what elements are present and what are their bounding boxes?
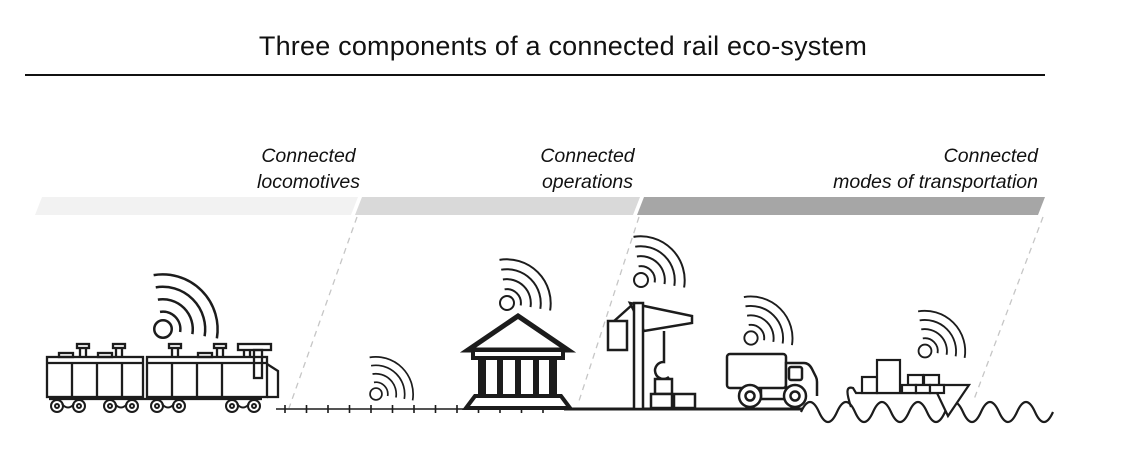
truck-icon [725, 352, 819, 409]
label-line: locomotives [257, 171, 360, 193]
train-wifi-signal-icon [152, 273, 219, 340]
label-line: modes of transportation [833, 171, 1038, 193]
label-connected-locomotives: Connected locomotives [226, 143, 391, 195]
cargo-ship-icon [846, 358, 972, 419]
crane-wifi-signal-icon [632, 235, 686, 289]
band-segment-operations [355, 197, 640, 215]
band-segment-locomotives [35, 197, 358, 215]
section-bands [35, 197, 1045, 215]
train-bogies [49, 396, 262, 413]
truck-wifi-signal-icon [742, 295, 794, 347]
freight-train-icon [45, 342, 280, 413]
water-waves-icon [799, 400, 1055, 424]
label-connected-operations: Connected operations [505, 143, 670, 195]
band-segment-transportation [637, 197, 1045, 215]
label-connected-modes-of-transportation: Connected modes of transportation [758, 143, 1038, 195]
bank-building-icon [459, 312, 577, 410]
divider-dashed-line [288, 216, 358, 409]
ship-wifi-signal-icon [917, 309, 967, 359]
section-divider-lines [288, 216, 1044, 409]
label-line: Connected [261, 145, 356, 167]
building-wifi-signal-icon [498, 258, 552, 312]
crane-icon [606, 301, 697, 411]
label-line: Connected [943, 145, 1038, 167]
divider-dashed-line [577, 216, 640, 405]
title-underline [25, 74, 1045, 76]
page-title: Three components of a connected rail eco… [258, 31, 868, 61]
divider-dashed-line [972, 216, 1044, 403]
track-wifi-signal-icon [368, 356, 414, 402]
label-line: Connected [540, 145, 635, 167]
label-line: operations [541, 171, 634, 193]
